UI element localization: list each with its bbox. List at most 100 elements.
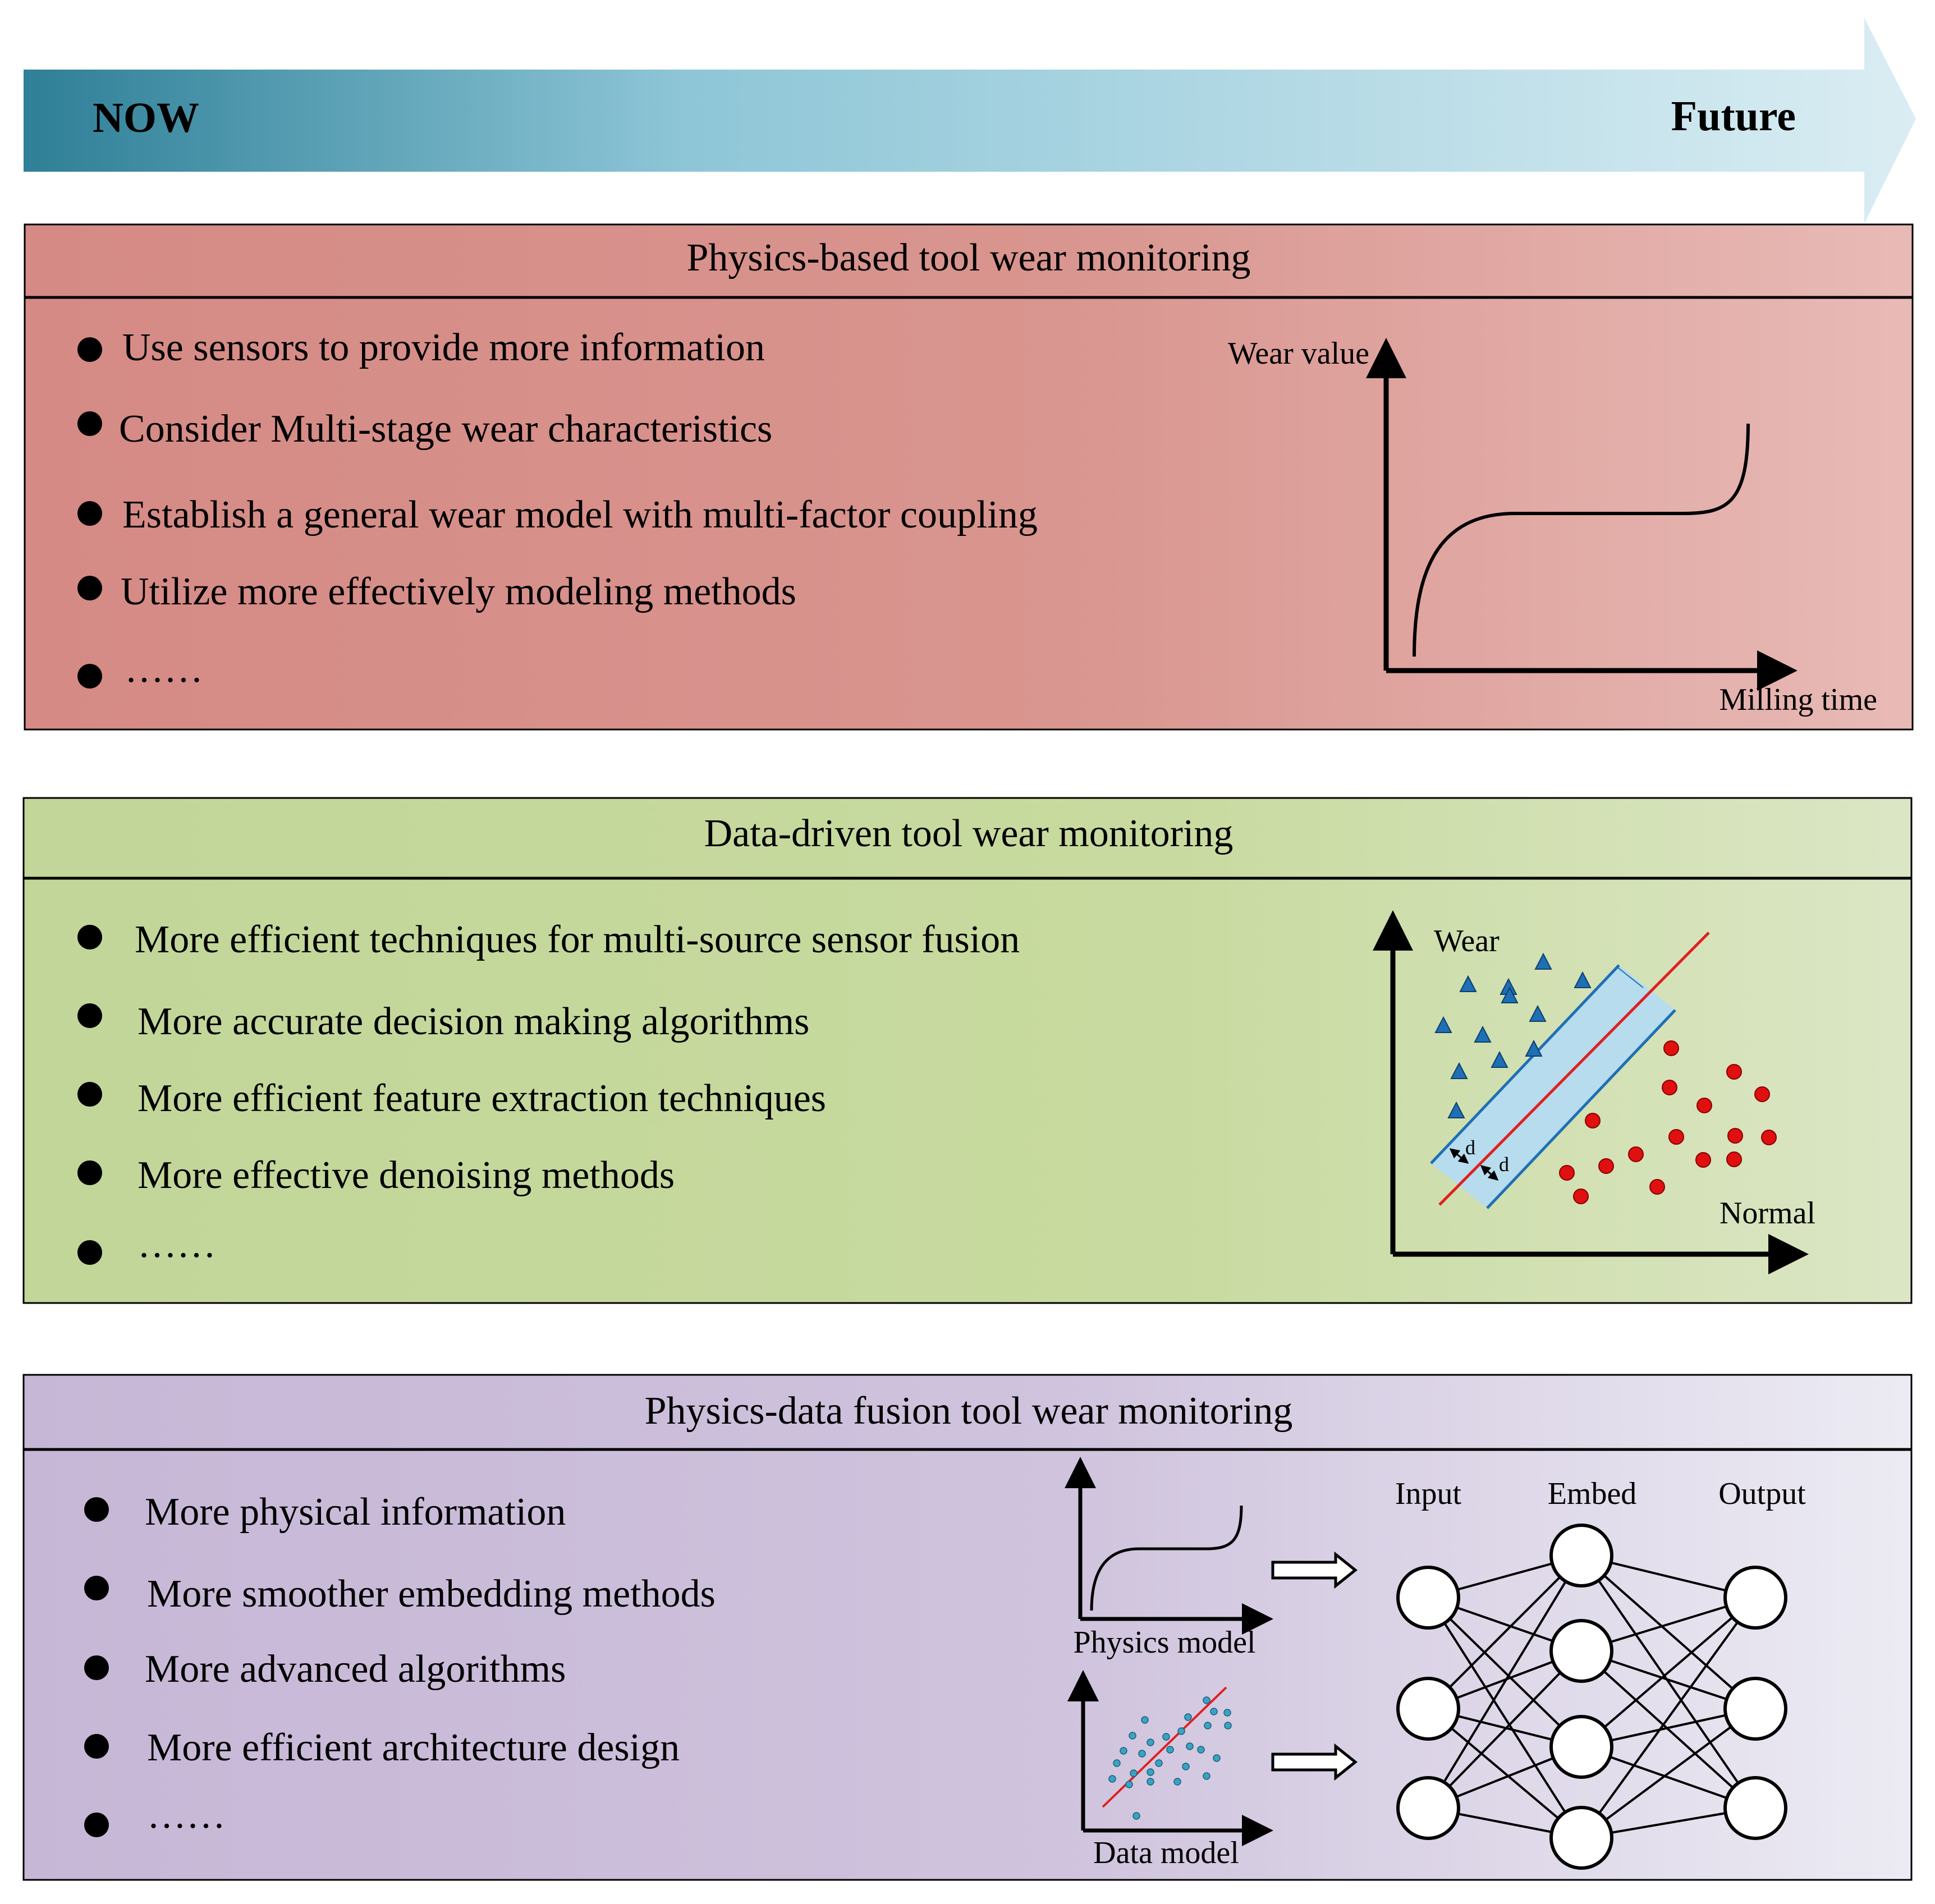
y-axis-label: Wear value (1228, 336, 1369, 371)
wear-point (1574, 971, 1592, 988)
timeline-now-label: NOW (93, 94, 199, 141)
panel-title: Physics-data fusion tool wear monitoring (645, 1389, 1293, 1433)
bullet-dot (84, 1734, 109, 1759)
scatter-point (1224, 1722, 1232, 1729)
bullet-dot (77, 664, 102, 689)
network-node (1723, 1566, 1787, 1630)
bullet-dot (84, 1497, 109, 1522)
normal-class-points (1559, 1040, 1777, 1204)
scatter-point (1147, 1778, 1154, 1786)
scatter-point (1113, 1759, 1121, 1767)
scatter-point (1166, 1746, 1174, 1754)
wear-point (1450, 1062, 1468, 1079)
wear-curve-plot: Wear value Milling time (1228, 336, 1877, 717)
scatter-point (1186, 1742, 1194, 1750)
scatter-point (1210, 1708, 1218, 1715)
scatter-point (1197, 1746, 1205, 1754)
scatter-point (1141, 1716, 1149, 1724)
network-node (1549, 1806, 1613, 1870)
scatter-point (1182, 1763, 1190, 1770)
network-edge (1580, 1554, 1757, 1809)
scatter-point (1130, 1769, 1138, 1777)
bullet-dot (77, 925, 102, 949)
x-axis-label: Milling time (1719, 682, 1877, 717)
wear-point (1474, 1025, 1492, 1043)
network-edge (1427, 1554, 1583, 1809)
bullet-dot (77, 1160, 102, 1185)
panel-data-driven: Data-driven tool wear monitoring More ef… (22, 797, 1913, 1304)
network-edge (1427, 1650, 1583, 1809)
network-node (1723, 1776, 1787, 1840)
timeline-arrow: NOW Future (24, 18, 1916, 223)
normal-point (1663, 1040, 1679, 1056)
normal-point (1649, 1179, 1665, 1195)
network-edge (1580, 1596, 1757, 1748)
data-scatter-points (1108, 1696, 1232, 1820)
scatter-point (1223, 1709, 1231, 1717)
margin-arrow (1449, 1148, 1469, 1164)
wear-curve (1413, 423, 1750, 657)
margin-arrow (1480, 1165, 1499, 1181)
network-edge (1580, 1596, 1757, 1839)
bullet-text: Use sensors to provide more information (122, 326, 765, 369)
scatter-point (1147, 1738, 1154, 1746)
bullet-dot (77, 576, 102, 600)
wear-point (1501, 986, 1519, 1003)
scatter-point (1125, 1781, 1133, 1788)
bullet-dot (77, 337, 102, 362)
bullet-text: More effective denoising methods (137, 1154, 675, 1197)
bullet-text: …… (147, 1793, 226, 1837)
physics-curve (1090, 1505, 1243, 1611)
svm-support-line (1486, 1009, 1676, 1209)
network-node (1396, 1776, 1460, 1840)
normal-point (1754, 1086, 1770, 1102)
network-node (1549, 1524, 1613, 1588)
timeline-future-label: Future (1671, 93, 1796, 140)
bullet-text: More efficient architecture design (147, 1726, 680, 1769)
bullet-dot (77, 411, 102, 436)
bullet-text: …… (125, 648, 203, 691)
normal-point (1696, 1098, 1712, 1113)
network-edge (1580, 1708, 1757, 1839)
class-label-normal: Normal (1720, 1196, 1815, 1231)
bullet-dot (84, 1655, 109, 1680)
svm-support-line (1430, 964, 1620, 1164)
panel-title: Physics-based tool wear monitoring (686, 236, 1250, 279)
normal-point (1598, 1158, 1614, 1174)
network-node (1396, 1677, 1460, 1741)
normal-point (1585, 1113, 1601, 1128)
bullet-dot (84, 1576, 109, 1600)
bullet-text: More efficient feature extraction techni… (137, 1077, 826, 1120)
bullet-dot (84, 1813, 109, 1837)
network-node (1549, 1715, 1613, 1779)
bullet-dot (77, 501, 102, 526)
svm-decision-line (1438, 932, 1710, 1206)
network-edge (1580, 1650, 1757, 1809)
wear-point (1525, 1039, 1543, 1057)
physics-model-label: Physics model (1073, 1625, 1255, 1660)
network-nodes (1396, 1524, 1787, 1870)
regression-line (1102, 1686, 1227, 1808)
scatter-point (1177, 1727, 1185, 1735)
wear-point (1447, 1101, 1465, 1118)
wear-point (1459, 975, 1477, 992)
bullet-text: More advanced algorithms (145, 1648, 566, 1691)
network-edge (1427, 1708, 1583, 1839)
wear-point (1434, 1016, 1452, 1033)
bullet-text: Utilize more effectively modeling method… (121, 570, 796, 613)
normal-point (1662, 1080, 1677, 1095)
network-node (1723, 1677, 1787, 1741)
bullet-text: More physical information (145, 1490, 566, 1534)
bullet-dot (77, 1082, 102, 1107)
wear-point (1491, 1050, 1508, 1068)
normal-point (1726, 1151, 1742, 1167)
normal-point (1727, 1128, 1743, 1144)
scatter-point (1138, 1750, 1146, 1758)
bullet-dot (77, 1003, 102, 1028)
normal-point (1559, 1165, 1575, 1181)
network-node (1396, 1566, 1460, 1630)
layer-label-input: Input (1395, 1476, 1462, 1511)
bullet-text: Consider Multi-stage wear characteristic… (119, 407, 772, 451)
